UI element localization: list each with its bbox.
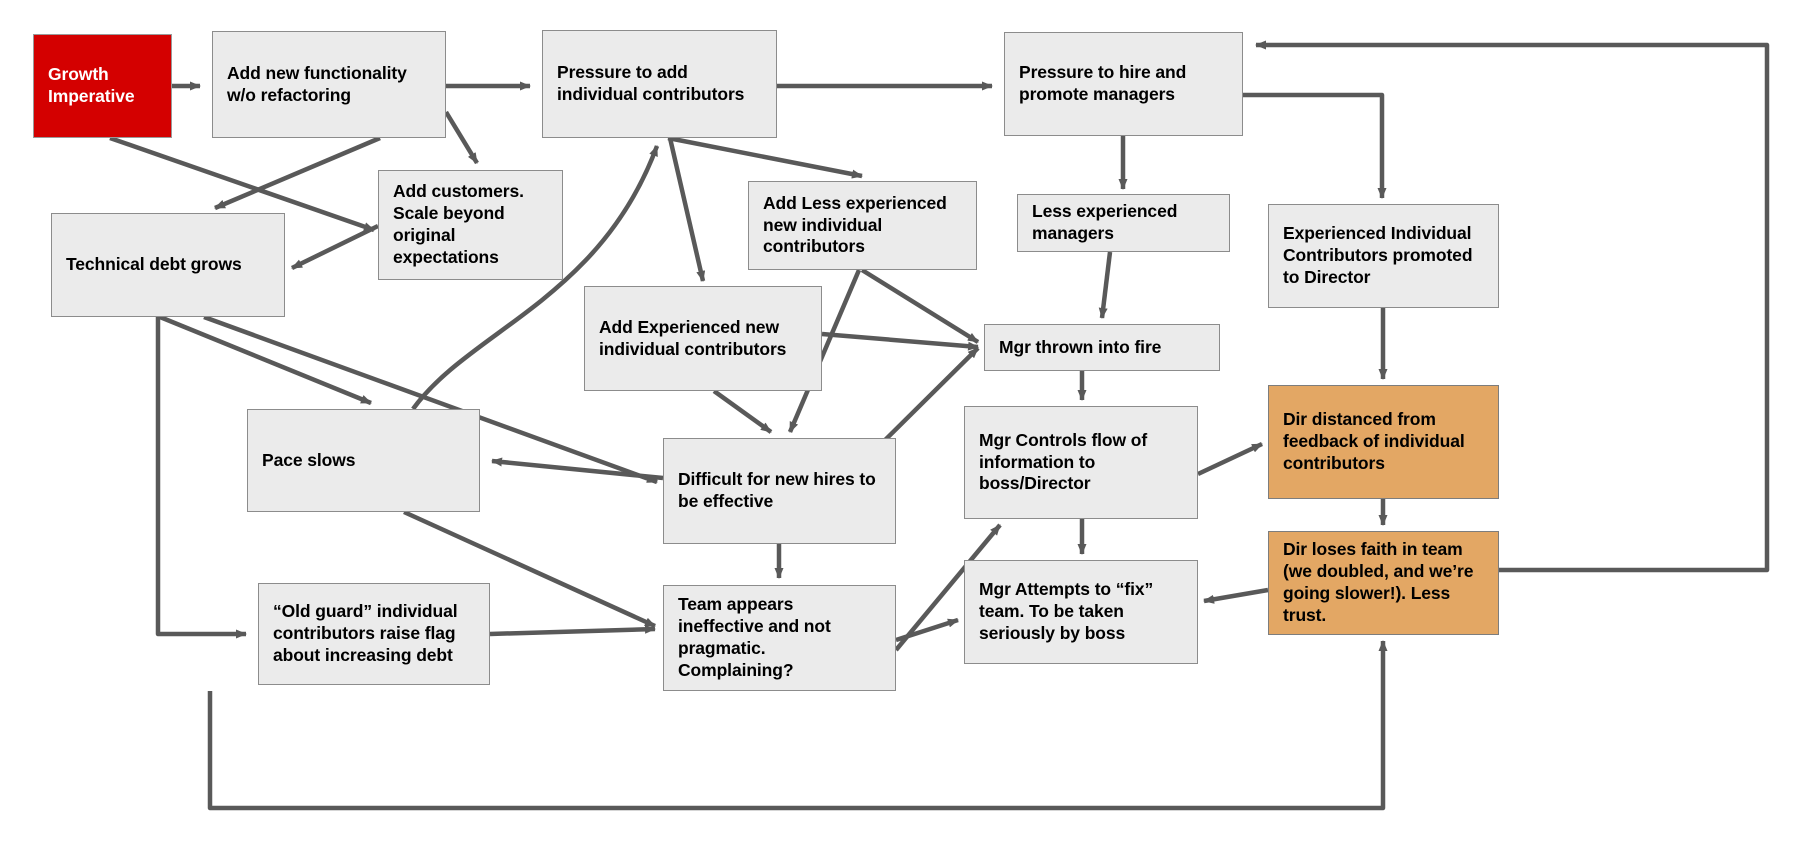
node-techdebt[interactable]: Technical debt grows [51,213,285,317]
node-label: Mgr thrown into fire [999,336,1162,357]
node-label: Pace slows [262,449,356,470]
node-pressureic[interactable]: Pressure to add individual contributors [542,30,777,138]
node-oldguard[interactable]: “Old guard” individual contributors rais… [258,583,490,685]
edge-pressureic-addexp [667,137,706,282]
node-label: Add customers. Scale beyond original exp… [393,181,524,267]
node-dirdistanced[interactable]: Dir distanced from feedback of individua… [1268,385,1499,499]
node-mgrcontrols[interactable]: Mgr Controls flow of information to boss… [964,406,1198,519]
edge-addless-difficult [787,269,862,433]
node-label: “Old guard” individual contributors rais… [273,601,458,665]
node-label: Add new functionality w/o refactoring [227,62,407,105]
node-label: Mgr Controls flow of information to boss… [979,429,1148,494]
edge-pressureic-addless [667,135,863,179]
edge-teamappears-mgrfix [895,617,959,643]
edge-paceslows-teamappears [403,509,656,629]
edge-paceslows-pressureic [411,145,660,411]
node-addless[interactable]: Add Less experienced new individual cont… [748,181,977,270]
edge-techdebt-difficult [203,314,658,485]
node-mgrfix[interactable]: Mgr Attempts to “fix” team. To be taken … [964,560,1198,664]
edge-techdebt-paceslows [159,314,372,406]
node-label: Mgr Attempts to “fix” team. To be taken … [979,579,1154,643]
node-label: Difficult for new hires to be effective [678,469,876,511]
node-label: Dir distanced from feedback of individua… [1283,409,1465,473]
node-label: Technical debt grows [66,254,242,275]
edge-dirlosesfaith-pressuremgr [1255,40,1770,573]
node-label: Pressure to add individual contributors [557,62,745,104]
node-label: Add Less experienced new individual cont… [763,192,947,257]
node-label: Growth Imperative [48,64,135,106]
edge-pressuremgr-expicdir [1243,92,1387,199]
edge-addexp-difficult [712,389,773,434]
node-pressuremgr[interactable]: Pressure to hire and promote managers [1004,32,1243,136]
node-addexp[interactable]: Add Experienced new individual contribut… [584,286,822,391]
node-dirlosesfaith[interactable]: Dir loses faith in team (we doubled, and… [1268,531,1499,635]
edge-addexp-mgrfire [821,331,979,351]
edge-difficult-mgrfire [874,346,980,451]
edge-addcust-techdebt [291,223,379,271]
edge-teamappears-mgrcontrols [894,523,1002,652]
node-mgrfire[interactable]: Mgr thrown into fire [984,324,1220,371]
node-growth[interactable]: Growth Imperative [33,34,172,138]
edge-dirlosesfaith-mgrfix [1203,587,1269,604]
edge-addless-mgrfire [860,268,980,344]
node-label: Experienced Individual Contributors prom… [1283,223,1473,287]
node-paceslows[interactable]: Pace slows [247,409,480,512]
node-label: Pressure to hire and promote managers [1019,62,1187,104]
edge-lessexpmgr-mgrfire [1098,251,1113,319]
edge-mgrcontrols-dirdistanced [1197,441,1263,477]
node-difficult[interactable]: Difficult for new hires to be effective [663,438,896,544]
node-lessexpmgr[interactable]: Less experienced managers [1017,194,1230,252]
node-expicdir[interactable]: Experienced Individual Contributors prom… [1268,204,1499,308]
edge-oldguard-teamappears [489,624,656,637]
node-addfunc[interactable]: Add new functionality w/o refactoring [212,31,446,138]
edge-addfunc-addcust [444,110,479,165]
node-label: Team appears ineffective and not pragmat… [678,594,831,680]
node-teamappears[interactable]: Team appears ineffective and not pragmat… [663,585,896,691]
node-label: Dir loses faith in team (we doubled, and… [1283,539,1474,625]
node-addcust[interactable]: Add customers. Scale beyond original exp… [378,170,563,280]
edge-growth-addcust [109,135,375,233]
edge-addfunc-techdebt [214,135,381,211]
edge-difficult-paceslows [491,457,664,481]
node-label: Add Experienced new individual contribut… [599,316,787,359]
edge-techdebt-oldguard [155,317,247,639]
edge-teamappears-dirlosesfaith [207,640,1388,811]
node-label: Less experienced managers [1032,201,1178,243]
